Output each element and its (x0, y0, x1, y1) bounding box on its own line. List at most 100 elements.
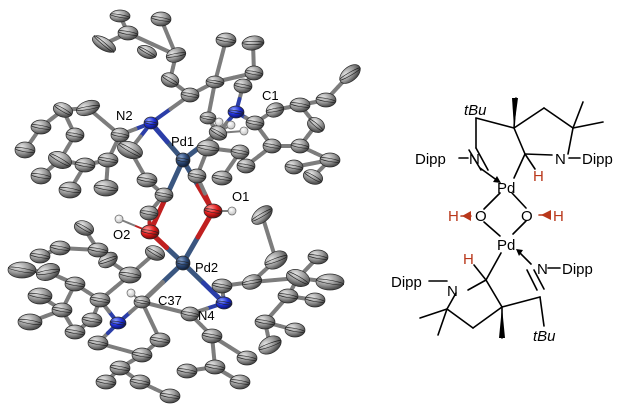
dipp-right-bottom-label: Dipp (562, 261, 593, 278)
atom-cl (244, 65, 264, 81)
bond-c-h-bottom (473, 264, 487, 281)
atom-m6 (277, 288, 299, 304)
atom-o1 (203, 203, 223, 219)
h-o-left-label: H (448, 208, 459, 225)
bond-c-pd-top (513, 153, 526, 179)
bond-ring-bottom-2 (446, 308, 474, 329)
n-ring-bottom-label: N (447, 283, 458, 300)
atom-cd-octant (165, 52, 187, 58)
atom-w16 (144, 245, 166, 261)
crystal-bonds (20, 14, 352, 398)
atom-b2-octant (201, 333, 223, 339)
atom-b10-octant (95, 379, 117, 385)
tbu-bottom-label: tBu (533, 328, 556, 345)
label-n2: N2 (116, 108, 133, 123)
wedge-methyl-top (512, 98, 518, 128)
atom-l14-octant (136, 177, 158, 183)
atom-ce (137, 45, 157, 59)
atom-m1 (211, 278, 233, 294)
atom-l2 (76, 99, 100, 117)
atom-b12-octant (159, 393, 181, 399)
atom-m11 (251, 205, 273, 225)
atom-s3-octant (211, 175, 233, 181)
atom-pd2-octant (175, 260, 191, 266)
atom-r6 (262, 138, 282, 154)
atom-cl-octant (244, 70, 264, 76)
label-o2: O2 (113, 227, 130, 242)
crystal-atoms (7, 9, 361, 404)
atom-r2 (265, 102, 285, 118)
atom-m11-octant (251, 208, 273, 222)
atom-w5-octant (51, 307, 73, 313)
atom-n1-octant (227, 109, 245, 115)
h-o-right-label: H (553, 208, 564, 225)
atom-s4 (187, 168, 207, 184)
atom-l15-octant (154, 192, 174, 198)
atom-m5 (315, 273, 345, 291)
atom-h5 (126, 288, 136, 298)
atom-w3-octant (35, 268, 61, 276)
atom-l2-octant (75, 105, 101, 111)
atom-w15 (29, 248, 51, 264)
atom-o2 (140, 224, 160, 240)
bond-c-h-top (524, 153, 536, 170)
atom-m10 (284, 322, 306, 338)
wedge-methyl-bottom (499, 307, 505, 338)
atom-ch (91, 35, 117, 53)
atom-r6-octant (262, 143, 282, 149)
atom-cm (233, 78, 253, 94)
bond-pd-c-bottom (485, 252, 502, 281)
atom-ci-octant (109, 13, 131, 19)
pd-bottom-label: Pd (497, 237, 515, 254)
bond-cq-cimine-bottom (501, 296, 541, 308)
atom-l7-octant (97, 157, 119, 163)
atom-s2 (196, 139, 220, 157)
label-c37: C37 (158, 293, 182, 308)
atom-n3 (109, 316, 127, 330)
atom-r12 (236, 158, 256, 174)
atom-l11 (30, 119, 52, 135)
atom-r10 (302, 169, 324, 185)
atom-l6-octant (74, 162, 96, 168)
atom-cg (150, 11, 172, 27)
atom-m2 (241, 274, 263, 290)
atom-ch-octant (93, 35, 115, 53)
atom-w4-octant (7, 266, 37, 274)
atom-m8-octant (254, 319, 276, 325)
crystal-structure: N2 Pd1 C1 O1 O2 Pd2 C37 N4 (7, 9, 361, 404)
label-n4: N4 (198, 308, 215, 323)
atom-l9 (58, 181, 82, 199)
atom-w6 (27, 287, 53, 305)
atom-r5-octant (290, 143, 310, 149)
bond-ring-top-2 (543, 107, 574, 129)
atom-l5-octant (49, 153, 71, 167)
atom-w8 (64, 324, 86, 340)
atom-cj-octant (215, 37, 237, 43)
atom-s2-octant (196, 145, 220, 151)
atom-c37 (133, 295, 151, 309)
atom-m10-octant (284, 327, 306, 333)
atom-h4 (239, 126, 249, 136)
atom-h1 (114, 214, 124, 224)
atom-l3 (52, 102, 74, 118)
atom-m1-octant (211, 283, 233, 289)
atom-w7 (17, 313, 43, 331)
atom-s5 (199, 111, 217, 125)
atom-m6-octant (277, 293, 299, 299)
atom-ce-octant (138, 46, 156, 58)
atom-h3 (226, 120, 236, 130)
atom-l3-octant (54, 104, 72, 116)
atom-r2-octant (265, 107, 285, 113)
atom-ca (180, 87, 200, 103)
wedge-h-o-left (462, 211, 471, 221)
bond-cimine-cq-top (475, 117, 515, 129)
atom-w14-octant (75, 222, 93, 234)
atom-w9 (81, 312, 103, 328)
bond-ring-top-4 (513, 127, 526, 155)
arrow-n-pd-top (479, 167, 499, 182)
atom-w9-octant (81, 317, 103, 323)
atom-l16 (139, 205, 159, 221)
bond-cn-double-c (526, 269, 538, 291)
arrowhead-n-pd-bottom (516, 249, 523, 256)
